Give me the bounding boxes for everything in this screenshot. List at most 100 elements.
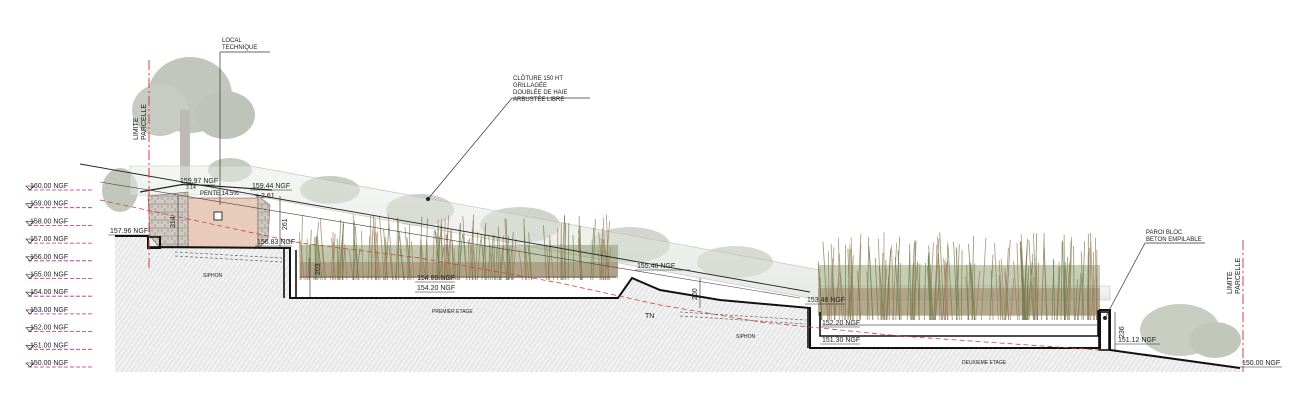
reed-stroke — [1043, 239, 1048, 321]
reed-stroke — [1090, 232, 1094, 321]
reed-stroke — [911, 262, 915, 321]
reed-stroke — [850, 249, 853, 321]
reed-stroke — [881, 268, 888, 321]
local-technique-label-1: LOCAL — [222, 38, 242, 44]
reed-stroke — [572, 235, 575, 281]
reed-stroke — [1005, 239, 1011, 321]
reed-stroke — [928, 245, 934, 321]
tn-line — [99, 199, 1101, 351]
reed-stroke — [300, 214, 303, 281]
reed-stroke — [1013, 261, 1018, 321]
fence-line — [79, 163, 811, 293]
reed-stroke — [886, 248, 892, 321]
scale-level-marker — [25, 345, 35, 350]
ground-body — [115, 236, 1240, 372]
reed-stroke — [370, 215, 373, 281]
reed-stroke — [481, 222, 487, 281]
elev-159-44: 159.44 NGF — [252, 183, 290, 190]
dim-203: 203 — [315, 263, 322, 275]
premier-etage-label: PREMIER ETAGE — [432, 309, 473, 315]
reed-stroke — [332, 233, 336, 281]
basin-2-walls — [807, 308, 1099, 348]
reed-stroke — [602, 217, 607, 281]
reed-stroke — [441, 218, 443, 281]
scale-level-label: 154.00 NGF — [30, 289, 68, 296]
reed-stroke — [989, 254, 994, 321]
reed-stroke — [1065, 261, 1071, 321]
reed-stroke — [313, 221, 319, 281]
reed-stroke — [933, 238, 940, 321]
reed-stroke — [895, 236, 901, 321]
reed-stroke — [341, 249, 346, 281]
reed-stroke — [975, 271, 980, 321]
scale-level-label: 153.00 NGF — [30, 307, 68, 314]
deuxieme-etage-label: DEUXIEME ETAGE — [962, 360, 1007, 366]
reed-stroke — [939, 232, 945, 321]
scale-level-label: 156.00 NGF — [30, 254, 68, 261]
reed-stroke — [899, 262, 902, 321]
elev-151-12: 151.12 NGF — [1118, 337, 1156, 344]
reed-stroke — [944, 260, 946, 321]
reed-stroke — [508, 231, 514, 281]
reed-stroke — [850, 255, 854, 321]
reed-stroke — [1067, 240, 1072, 321]
reed-stroke — [387, 214, 394, 281]
stone-wall — [147, 191, 189, 249]
reed-stroke — [927, 255, 931, 321]
reed-stroke — [1056, 266, 1061, 321]
reed-stroke — [998, 260, 1004, 321]
elev-154-20: 154.20 NGF — [417, 285, 455, 292]
leader-paroi-dot — [1103, 316, 1107, 320]
reed-stroke — [1069, 237, 1072, 321]
reed-stroke — [549, 235, 554, 281]
scale-level-marker — [25, 256, 35, 262]
reed-stroke — [543, 225, 547, 281]
reed-stroke — [332, 232, 335, 281]
scale-level-label: 159.00 NGF — [30, 201, 68, 208]
tree-left — [132, 57, 255, 180]
cloture-label-1: CLÔTURE 150 HT — [513, 75, 563, 82]
reed-stroke — [942, 262, 947, 321]
reed-stroke — [567, 222, 570, 281]
reed-stroke — [1026, 266, 1029, 321]
local-technique-building — [187, 197, 259, 249]
reed-stroke — [832, 272, 836, 321]
elevation-stubs — [108, 184, 1282, 368]
reed-stroke — [564, 215, 566, 281]
siphon-label-1: SIPHON — [203, 273, 223, 279]
leader-cloture-dot — [426, 197, 430, 201]
reed-stroke — [469, 220, 474, 281]
reed-stroke — [866, 271, 870, 321]
reed-stroke — [367, 235, 371, 281]
elev-150-00: 150.00 NGF — [1242, 360, 1280, 367]
reed-stroke — [450, 229, 456, 281]
elev-154-80: 154.80 NGF — [417, 275, 455, 282]
reed-stroke — [938, 252, 942, 321]
scale-level-marker — [25, 274, 35, 279]
reed-stroke — [308, 229, 312, 281]
reed-stroke — [994, 243, 999, 321]
dim-3-14: 3.14 — [186, 185, 196, 191]
reed-stroke — [436, 225, 442, 281]
elev-152-20: 152.20 NGF — [822, 320, 860, 327]
reed-stroke — [458, 233, 463, 281]
reed-stroke — [990, 270, 994, 321]
reed-stroke — [822, 241, 829, 321]
reed-stroke — [379, 215, 385, 281]
reed-stroke — [432, 230, 435, 281]
reed-stroke — [1095, 237, 1097, 321]
scale-level-label: 158.00 NGF — [30, 218, 68, 225]
cloture-label-3: DOUBLÉE DE HAIE — [513, 89, 567, 96]
reed-stroke — [1027, 261, 1033, 321]
reed-stroke — [459, 222, 461, 281]
reed-stroke — [394, 236, 400, 281]
elev-plus-2-61: + 2.61 — [255, 193, 275, 200]
reed-stroke — [561, 214, 565, 281]
reed-stroke — [891, 245, 895, 321]
scale-level-label: 151.00 NGF — [30, 342, 68, 349]
reed-stroke — [838, 253, 843, 321]
reed-stroke — [446, 234, 449, 281]
reed-stroke — [448, 230, 452, 281]
left-foot — [147, 236, 161, 248]
